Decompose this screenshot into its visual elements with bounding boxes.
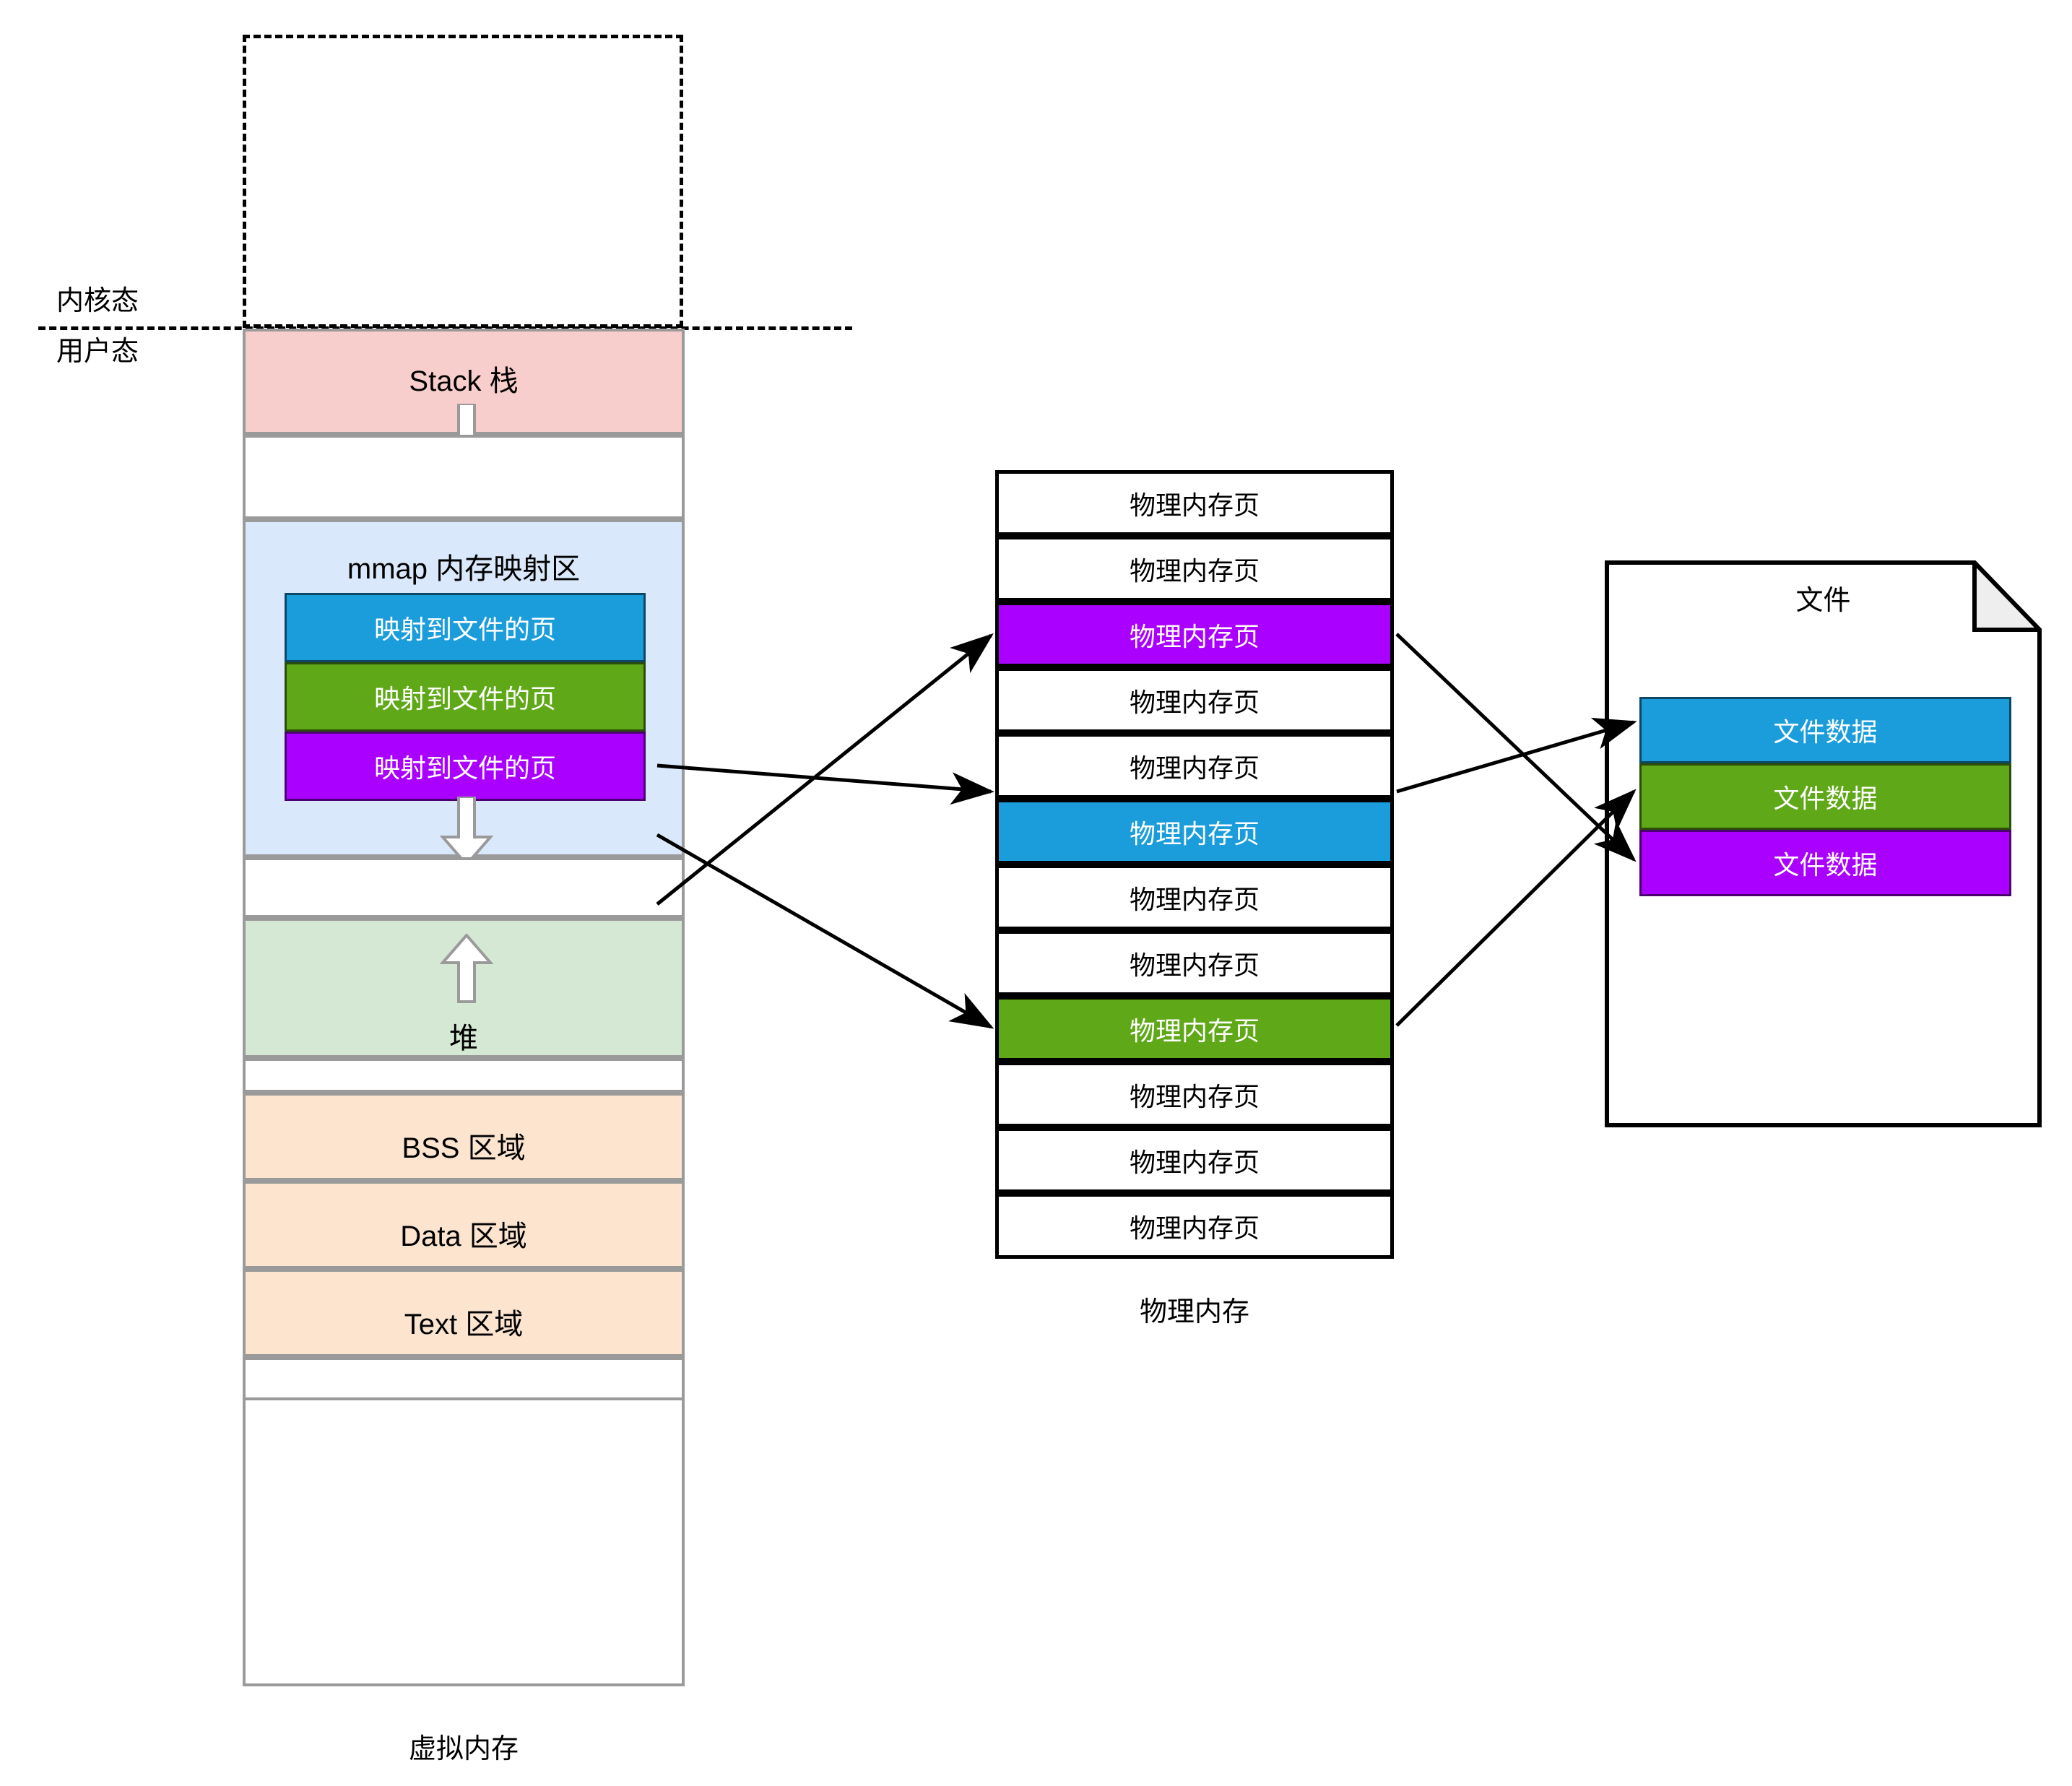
kernel-space-box [243,35,683,328]
pm-row-11[interactable]: 物理内存页 [995,1127,1394,1193]
file-block-blue-label: 文件数据 [1773,717,1878,747]
physical-memory-caption: 物理内存 [1139,1297,1249,1327]
vm-segment-heap: 堆 [246,918,682,1058]
vm-segment-gap-3 [246,1058,682,1093]
pm-row-12[interactable]: 物理内存页 [995,1193,1394,1259]
pm-row-8-label: 物理内存页 [1129,950,1260,980]
file-block-purple-label: 文件数据 [1773,850,1878,880]
file-title-label: 文件 [1795,586,1851,616]
pm-row-6-label: 物理内存页 [1129,818,1260,849]
vm-segment-gap-1 [246,435,682,519]
vm-segment-text: Text 区域 [246,1269,682,1357]
file-block-blue[interactable]: 文件数据 [1639,697,2011,763]
physical-memory-column: 物理内存页 物理内存页 物理内存页 物理内存页 物理内存页 物理内存页 物理内存… [995,470,1394,1260]
vm-segment-mmap-label: mmap 内存映射区 [347,553,581,585]
mmap-growth-down-arrow [440,797,493,866]
link-pm-purple-to-file-purple [1395,633,1637,862]
mapped-page-purple[interactable]: 映射到文件的页 [285,732,646,801]
vm-segment-stack: Stack 栈 [246,329,682,473]
virtual-memory-caption: 虚拟内存 [408,1734,519,1764]
pm-row-4[interactable]: 物理内存页 [995,667,1394,733]
pm-row-5[interactable]: 物理内存页 [995,733,1394,799]
vm-segment-data: Data 区域 [246,1181,682,1269]
mapped-page-blue-label: 映射到文件的页 [373,615,556,644]
pm-row-2[interactable]: 物理内存页 [995,536,1394,602]
user-state-label: 用户态 [56,337,139,367]
link-pm-blue-to-file-blue [1396,717,1637,794]
vm-segment-data-label: Data 区域 [400,1221,527,1252]
heap-growth-up-arrow [440,934,493,1003]
pm-row-10[interactable]: 物理内存页 [995,1062,1394,1127]
pm-row-10-label: 物理内存页 [1129,1081,1260,1111]
file-block-purple[interactable]: 文件数据 [1639,830,2011,896]
vm-segment-bss: BSS 区域 [246,1093,682,1181]
pm-row-5-label: 物理内存页 [1129,753,1260,783]
pm-row-6-blue[interactable]: 物理内存页 [995,799,1394,864]
link-vm-purple-to-pm-purple [656,633,994,906]
pm-row-1-label: 物理内存页 [1129,490,1260,520]
pm-row-11-label: 物理内存页 [1129,1147,1260,1177]
pm-row-3-label: 物理内存页 [1129,621,1260,651]
mapped-page-purple-label: 映射到文件的页 [373,753,556,783]
virtual-memory-column: Stack 栈 mmap 内存映射区 映射到文件的页 映射到文件的页 映射到文件… [243,329,685,1686]
pm-row-1[interactable]: 物理内存页 [995,470,1394,536]
link-vm-blue-to-pm-blue [656,763,994,805]
mapped-page-green[interactable]: 映射到文件的页 [285,662,646,732]
vm-segment-gap-4 [246,1357,682,1400]
pm-row-7[interactable]: 物理内存页 [995,864,1394,930]
pm-row-12-label: 物理内存页 [1129,1213,1260,1243]
file-block-green[interactable]: 文件数据 [1639,763,2011,830]
file-block-green-label: 文件数据 [1773,784,1878,813]
pm-row-9-label: 物理内存页 [1129,1015,1260,1046]
vm-segment-mmap: mmap 内存映射区 映射到文件的页 映射到文件的页 映射到文件的页 [246,519,682,866]
kernel-state-label: 内核态 [56,286,139,316]
mapped-page-blue[interactable]: 映射到文件的页 [285,593,646,662]
pm-row-9-green[interactable]: 物理内存页 [995,996,1394,1062]
pm-row-8[interactable]: 物理内存页 [995,930,1394,996]
pm-row-3-purple[interactable]: 物理内存页 [995,602,1394,667]
pm-row-2-label: 物理内存页 [1129,555,1260,586]
kernel-user-divider-line [38,326,852,330]
vm-segment-stack-label: Stack 栈 [409,365,519,397]
link-pm-green-to-file-green [1395,789,1637,1027]
vm-segment-heap-label: 堆 [449,1023,478,1054]
vm-segment-text-label: Text 区域 [404,1309,524,1340]
mapped-page-green-label: 映射到文件的页 [373,684,556,714]
pm-row-4-label: 物理内存页 [1129,687,1260,717]
vm-segment-gap-2 [246,857,682,918]
link-vm-green-to-pm-green [656,833,994,1029]
vm-segment-bss-label: BSS 区域 [402,1132,526,1164]
pm-row-7-label: 物理内存页 [1129,884,1260,914]
